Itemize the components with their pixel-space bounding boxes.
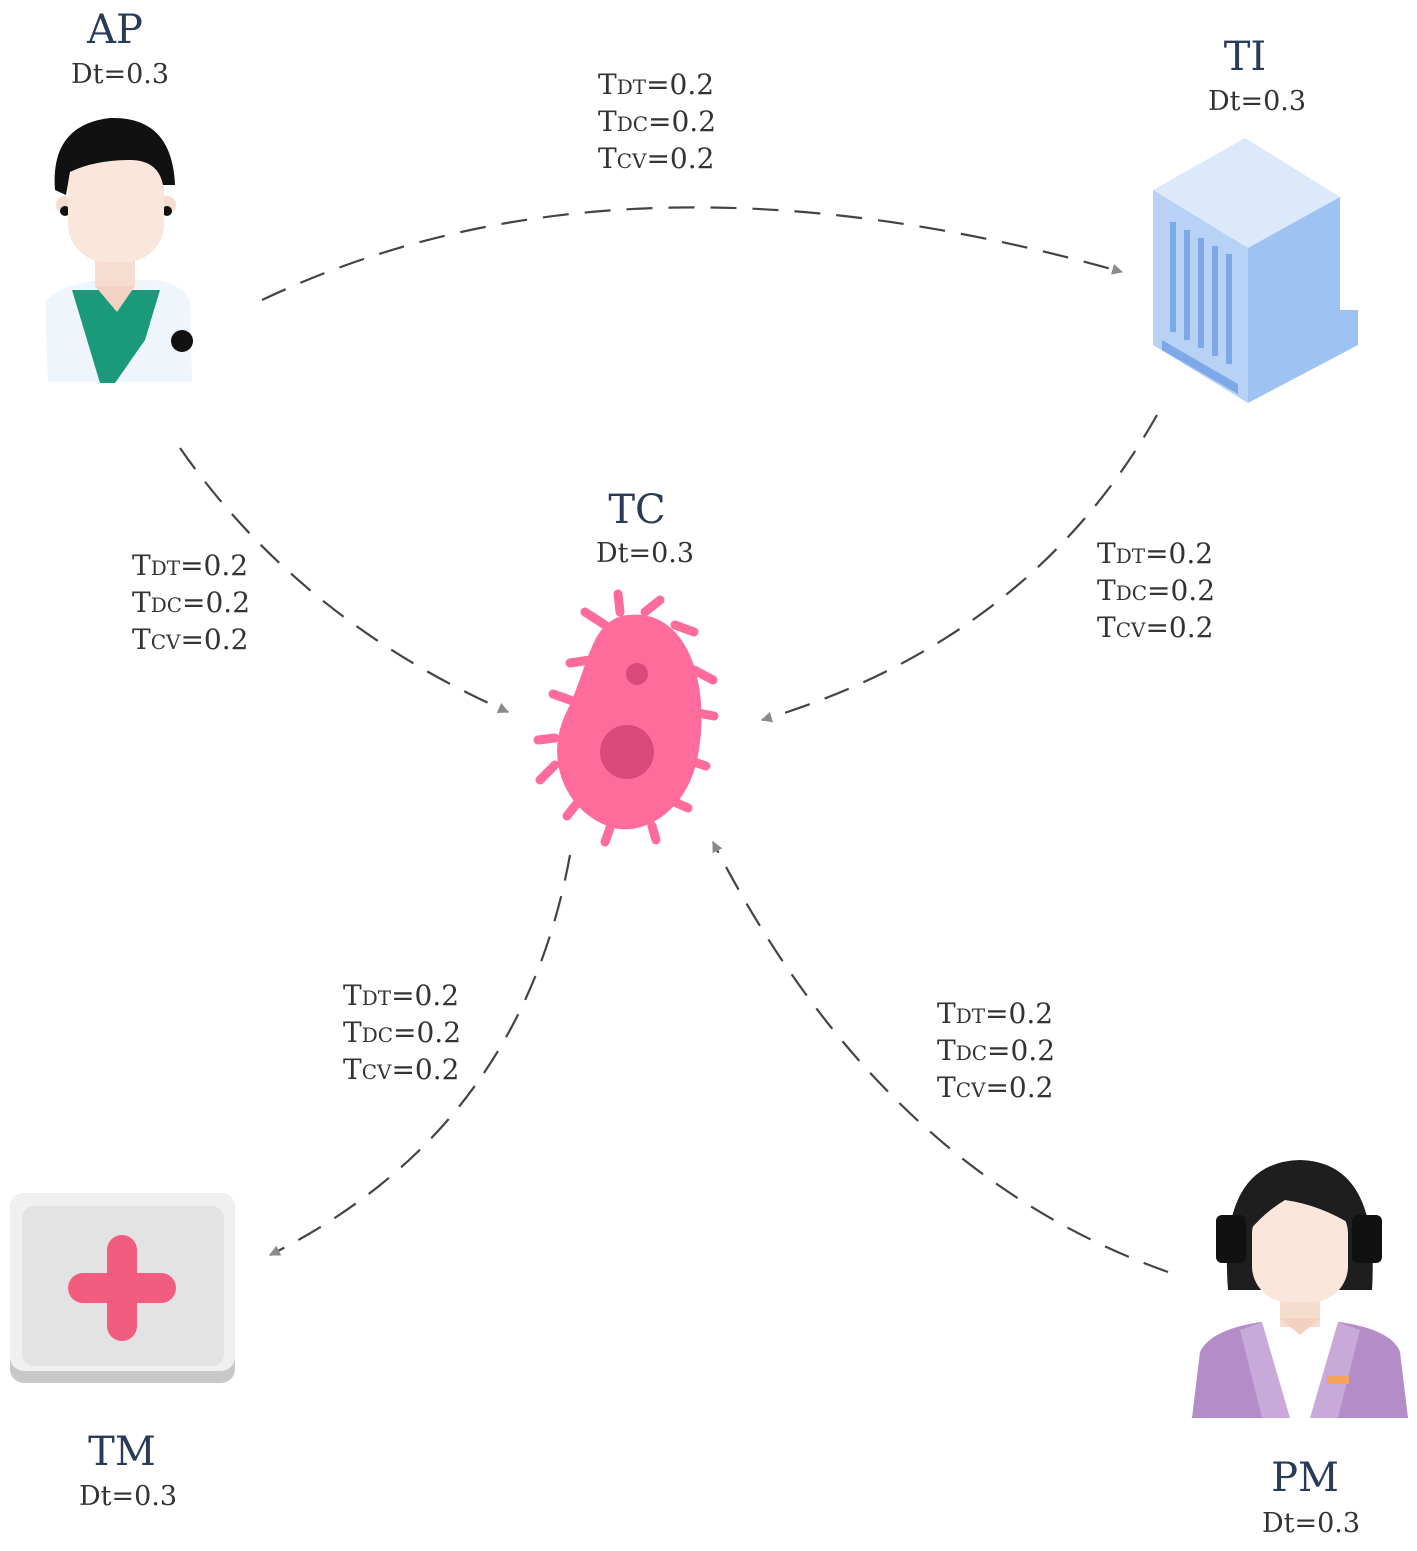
svg-text:TDC=0.2: TDC=0.2 bbox=[1097, 574, 1215, 607]
node-title-ap: AP bbox=[86, 7, 143, 53]
svg-text:TDT=0.2: TDT=0.2 bbox=[132, 549, 248, 582]
node-dt-pm: Dt=0.3 bbox=[1262, 1508, 1360, 1539]
edge-tc-tm bbox=[269, 854, 572, 1256]
edge-ap-tc bbox=[179, 447, 510, 714]
svg-text:TDT=0.2: TDT=0.2 bbox=[1097, 537, 1213, 570]
svg-text:TDC=0.2: TDC=0.2 bbox=[598, 105, 716, 138]
svg-text:TDT=0.2: TDT=0.2 bbox=[598, 68, 714, 101]
svg-text:TDT=0.2: TDT=0.2 bbox=[343, 979, 459, 1012]
svg-text:TCV=0.2: TCV=0.2 bbox=[598, 142, 714, 175]
edge-label-tc-tm: TDT=0.2 TDC=0.2 TCV=0.2 bbox=[343, 979, 461, 1086]
node-title-pm: PM bbox=[1271, 1455, 1339, 1501]
edge-pm-tc bbox=[712, 841, 1169, 1274]
svg-text:TDC=0.2: TDC=0.2 bbox=[132, 586, 250, 619]
svg-text:TDC=0.2: TDC=0.2 bbox=[937, 1034, 1055, 1067]
node-dt-tm: Dt=0.3 bbox=[79, 1481, 177, 1512]
doctor-icon bbox=[45, 117, 193, 383]
edge-label-pm-tc: TDT=0.2 TDC=0.2 TCV=0.2 bbox=[937, 997, 1055, 1104]
node-title-tc: TC bbox=[608, 487, 665, 533]
node-title-ti: TI bbox=[1224, 34, 1266, 80]
operator-headset-icon bbox=[1192, 1160, 1408, 1418]
bacteria-icon bbox=[533, 589, 719, 847]
edge-label-ti-tc: TDT=0.2 TDC=0.2 TCV=0.2 bbox=[1097, 537, 1215, 644]
svg-text:TCV=0.2: TCV=0.2 bbox=[132, 623, 248, 656]
node-dt-ti: Dt=0.3 bbox=[1208, 86, 1306, 117]
svg-text:TDT=0.2: TDT=0.2 bbox=[937, 997, 1053, 1030]
edge-label-ap-ti: TDT=0.2 TDC=0.2 TCV=0.2 bbox=[598, 68, 716, 175]
svg-text:TCV=0.2: TCV=0.2 bbox=[937, 1071, 1053, 1104]
building-icon bbox=[1153, 138, 1358, 403]
svg-text:TDC=0.2: TDC=0.2 bbox=[343, 1016, 461, 1049]
first-aid-kit-icon bbox=[10, 1193, 235, 1383]
svg-text:TCV=0.2: TCV=0.2 bbox=[343, 1053, 459, 1086]
edge-label-ap-tc: TDT=0.2 TDC=0.2 TCV=0.2 bbox=[132, 549, 250, 656]
node-dt-ap: Dt=0.3 bbox=[71, 59, 169, 90]
node-title-tm: TM bbox=[88, 1429, 156, 1475]
svg-text:TCV=0.2: TCV=0.2 bbox=[1097, 611, 1213, 644]
node-dt-tc: Dt=0.3 bbox=[596, 538, 694, 569]
edge-ap-ti bbox=[261, 206, 1124, 301]
edge-ti-tc bbox=[760, 414, 1158, 723]
